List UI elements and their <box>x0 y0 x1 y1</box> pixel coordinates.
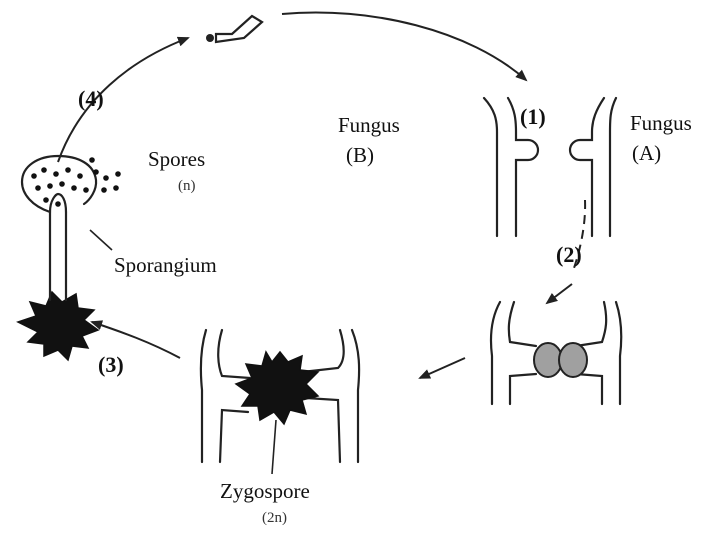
step-2-label: (2) <box>556 242 582 267</box>
zygospore-ploidy: (2n) <box>262 510 287 526</box>
spore-dots <box>31 157 121 207</box>
spores-label: Spores <box>148 147 205 171</box>
step-1-label: (1) <box>520 104 546 129</box>
spores-ploidy: (n) <box>178 178 196 194</box>
zygospore-stage <box>201 330 359 474</box>
sporangium-structure <box>18 156 121 360</box>
step-3-label: (3) <box>98 352 124 377</box>
gametangia-fusion <box>491 302 621 404</box>
sporangium-label: Sporangium <box>114 253 217 277</box>
fungus-a-tag: (A) <box>632 141 661 165</box>
germinating-spore <box>206 16 262 42</box>
fungus-b-tag: (B) <box>346 143 374 167</box>
arrow-to-stage-1 <box>282 12 526 80</box>
zygospore-label: Zygospore <box>220 479 310 503</box>
step-4-label: (4) <box>78 86 104 111</box>
fungus-b-label: Fungus <box>338 113 400 137</box>
hyphae-contact <box>484 98 616 236</box>
arrow-to-gametangia <box>547 284 572 303</box>
arrow-to-zygospore <box>420 358 465 378</box>
fungus-a-label: Fungus <box>630 111 692 135</box>
